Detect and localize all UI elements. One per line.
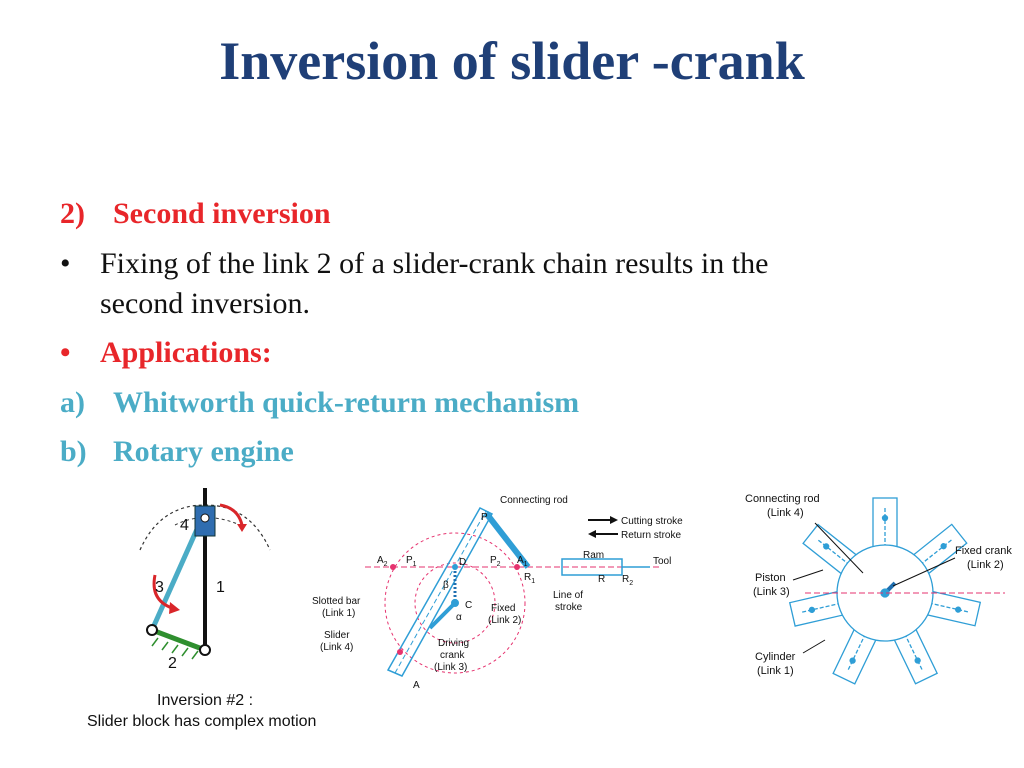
driving-crank-link-3: [428, 601, 457, 630]
caption-line-2: Slider block has complex motion: [87, 713, 316, 730]
link-3: [149, 516, 205, 632]
link-label-2: 2: [168, 655, 177, 672]
label-p2: P2: [490, 555, 501, 568]
slotted-bar-centerline: [394, 510, 487, 674]
label-a: A: [413, 680, 420, 691]
label-slider: Slider: [324, 630, 350, 641]
point-a1: [514, 564, 520, 570]
label-piston: Piston: [755, 572, 786, 584]
link-label-4: 4: [180, 517, 189, 534]
label-connecting-rod: Connecting rod: [745, 493, 820, 505]
link-label-3: 3: [155, 579, 164, 596]
label-cylinder-link: (Link 1): [757, 665, 794, 677]
caption-line-1: Inversion #2 :: [157, 692, 253, 709]
label-d: D: [459, 557, 466, 568]
joint-left: [146, 624, 158, 636]
rotation-arrow-top-icon: [219, 503, 244, 526]
slider-pin: [200, 513, 210, 523]
leader-cylinder: [802, 639, 826, 654]
label-driving-crank-2: crank: [440, 650, 465, 661]
label-a2: A2: [377, 555, 388, 568]
rotation-arrowhead-mid-icon: [169, 602, 180, 614]
label-slider-link: (Link 4): [320, 642, 353, 653]
connecting-rod-link: [483, 511, 531, 569]
label-piston-link: (Link 3): [753, 586, 790, 598]
label-r: R: [598, 574, 605, 585]
cylinders: [788, 497, 982, 685]
label-tool: Tool: [653, 556, 671, 567]
crank-circle-dashed: [384, 532, 526, 674]
arrow-return-stroke-icon: [588, 530, 618, 538]
label-fixed-crank: Fixed crank: [955, 545, 1012, 557]
bullet-marker: •: [60, 247, 71, 280]
label-return-stroke: Return stroke: [621, 530, 681, 541]
label-line-of-stroke-2: stroke: [555, 602, 583, 613]
item-marker: 2): [60, 197, 85, 230]
rotary-engine-figure: Connecting rod (Link 4) Fixed crank (Lin…: [745, 493, 1012, 685]
item-text: Second inversion: [113, 197, 331, 230]
label-ram: Ram: [583, 550, 604, 561]
link-2-ground: [151, 627, 206, 653]
label-connecting-rod-link: (Link 4): [767, 507, 804, 519]
inversion-2-linkage-figure: 4 3 1 2 Inversion #2 : Slider block has …: [87, 488, 316, 730]
item-text: second inversion.: [100, 287, 310, 320]
label-fixed-crank-link: (Link 2): [967, 559, 1004, 571]
label-alpha: α: [456, 612, 462, 623]
label-slotted-bar-link: (Link 1): [322, 608, 355, 619]
item-text: Applications:: [100, 336, 272, 369]
slide-title: Inversion of slider -crank: [219, 31, 805, 91]
motion-arc-left: [139, 504, 206, 551]
item-text: Whitworth quick-return mechanism: [113, 386, 580, 419]
leader-fixed-crank: [892, 557, 956, 587]
item-marker: a): [60, 386, 85, 419]
ground-hatch: [151, 637, 199, 660]
pivot-c: [451, 599, 459, 607]
label-line-of-stroke: Line of: [553, 590, 583, 601]
label-fixed: Fixed: [491, 603, 515, 614]
item-text: Fixing of the link 2 of a slider-crank c…: [100, 247, 769, 280]
label-connecting-rod: Connecting rod: [500, 495, 568, 506]
label-p: P: [481, 512, 488, 523]
label-p1: P1: [406, 555, 417, 568]
point-a: [397, 649, 403, 655]
label-r1: R1: [524, 572, 535, 585]
label-cutting-stroke: Cutting stroke: [621, 516, 683, 527]
bullet-marker: •: [60, 336, 71, 369]
leader-connecting-rod: [814, 522, 864, 574]
leader-piston: [792, 569, 824, 581]
pin-circle-dashed: [414, 562, 496, 644]
joint-bottom: [199, 644, 211, 656]
item-text: Rotary engine: [113, 435, 294, 468]
rotation-arrowhead-top-icon: [237, 524, 247, 532]
label-driving-crank: Driving: [438, 638, 469, 649]
slotted-bar-link-1: [386, 507, 494, 677]
label-beta: β: [443, 580, 449, 591]
item-marker: b): [60, 435, 87, 468]
label-cylinder: Cylinder: [755, 651, 796, 663]
label-slotted-bar: Slotted bar: [312, 596, 361, 607]
label-a1: A1: [517, 555, 528, 568]
arrow-cutting-stroke-icon: [588, 516, 618, 524]
label-driving-crank-link: (Link 3): [434, 662, 467, 673]
motion-arc-right: [204, 504, 271, 551]
link-label-1: 1: [216, 579, 225, 596]
label-fixed-link: (Link 2): [488, 615, 521, 626]
label-c: C: [465, 600, 472, 611]
point-a2: [390, 564, 396, 570]
pivot-d: [452, 564, 458, 570]
rotation-arrow-mid-icon: [152, 574, 173, 610]
label-r2: R2: [622, 574, 633, 587]
whitworth-mechanism-figure: Connecting rod Cutting stroke Return str…: [312, 495, 683, 691]
